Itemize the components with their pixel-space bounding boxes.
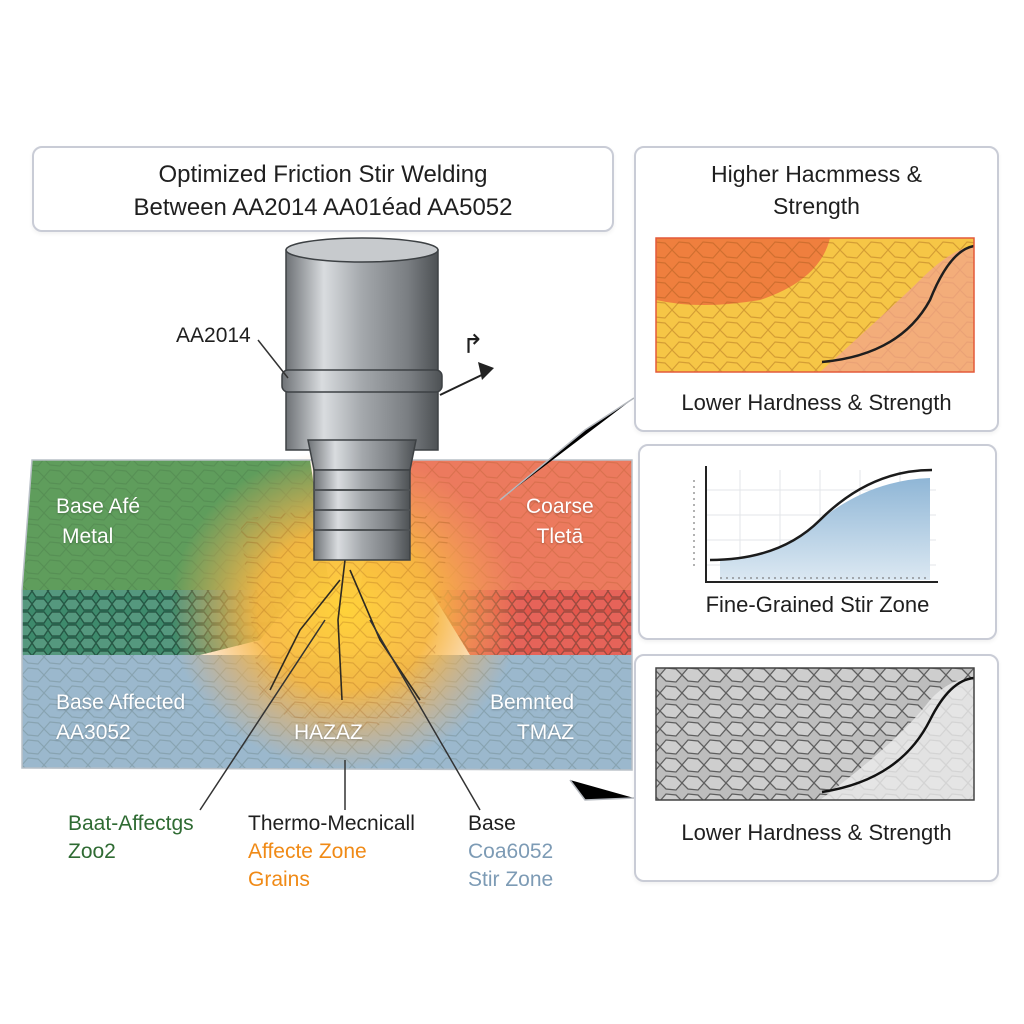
card1-caption: Lower Hardness & Strength — [681, 390, 952, 415]
card-hardness-low: Lower Hardness & Strength — [634, 654, 999, 882]
zone-label-top-left: Base Afé Metal — [56, 495, 141, 548]
zone-label-bottom-center: HAZAZ — [294, 721, 363, 744]
callout-center: Thermo-Mecnicall Affecte Zone Grains — [248, 812, 415, 891]
card1-title: Higher Hacmmess & Strength — [711, 161, 922, 219]
zone-label-bottom-left: Base Affected AA3052 — [56, 691, 186, 744]
card3-caption: Lower Hardness & Strength — [681, 820, 952, 845]
tool-label: AA2014 — [176, 324, 251, 347]
card-hardness-high: Higher Hacmmess & Strength Lower Hardnes… — [634, 146, 999, 432]
zone-label-top-right: Coarse Tletā — [526, 495, 594, 548]
title-line-1: Optimized Friction Stir Welding — [158, 161, 488, 188]
zone-label-bottom-right: Bemnted TMAZ — [490, 691, 575, 744]
rotation-icon: ↱ — [462, 329, 484, 359]
callout-left: Baat-Affectgs Zoo2 — [68, 812, 194, 863]
card-stir-zone: Fine-Grained Stir Zone — [638, 444, 997, 640]
card2-caption: Fine-Grained Stir Zone — [705, 592, 930, 617]
callout-right: Base Coa6052 Stir Zone — [468, 812, 554, 891]
title-line-2: Between AA2014 AA01éad AA5052 — [133, 194, 513, 221]
title-box: Optimized Friction Stir Welding Between … — [32, 146, 614, 232]
